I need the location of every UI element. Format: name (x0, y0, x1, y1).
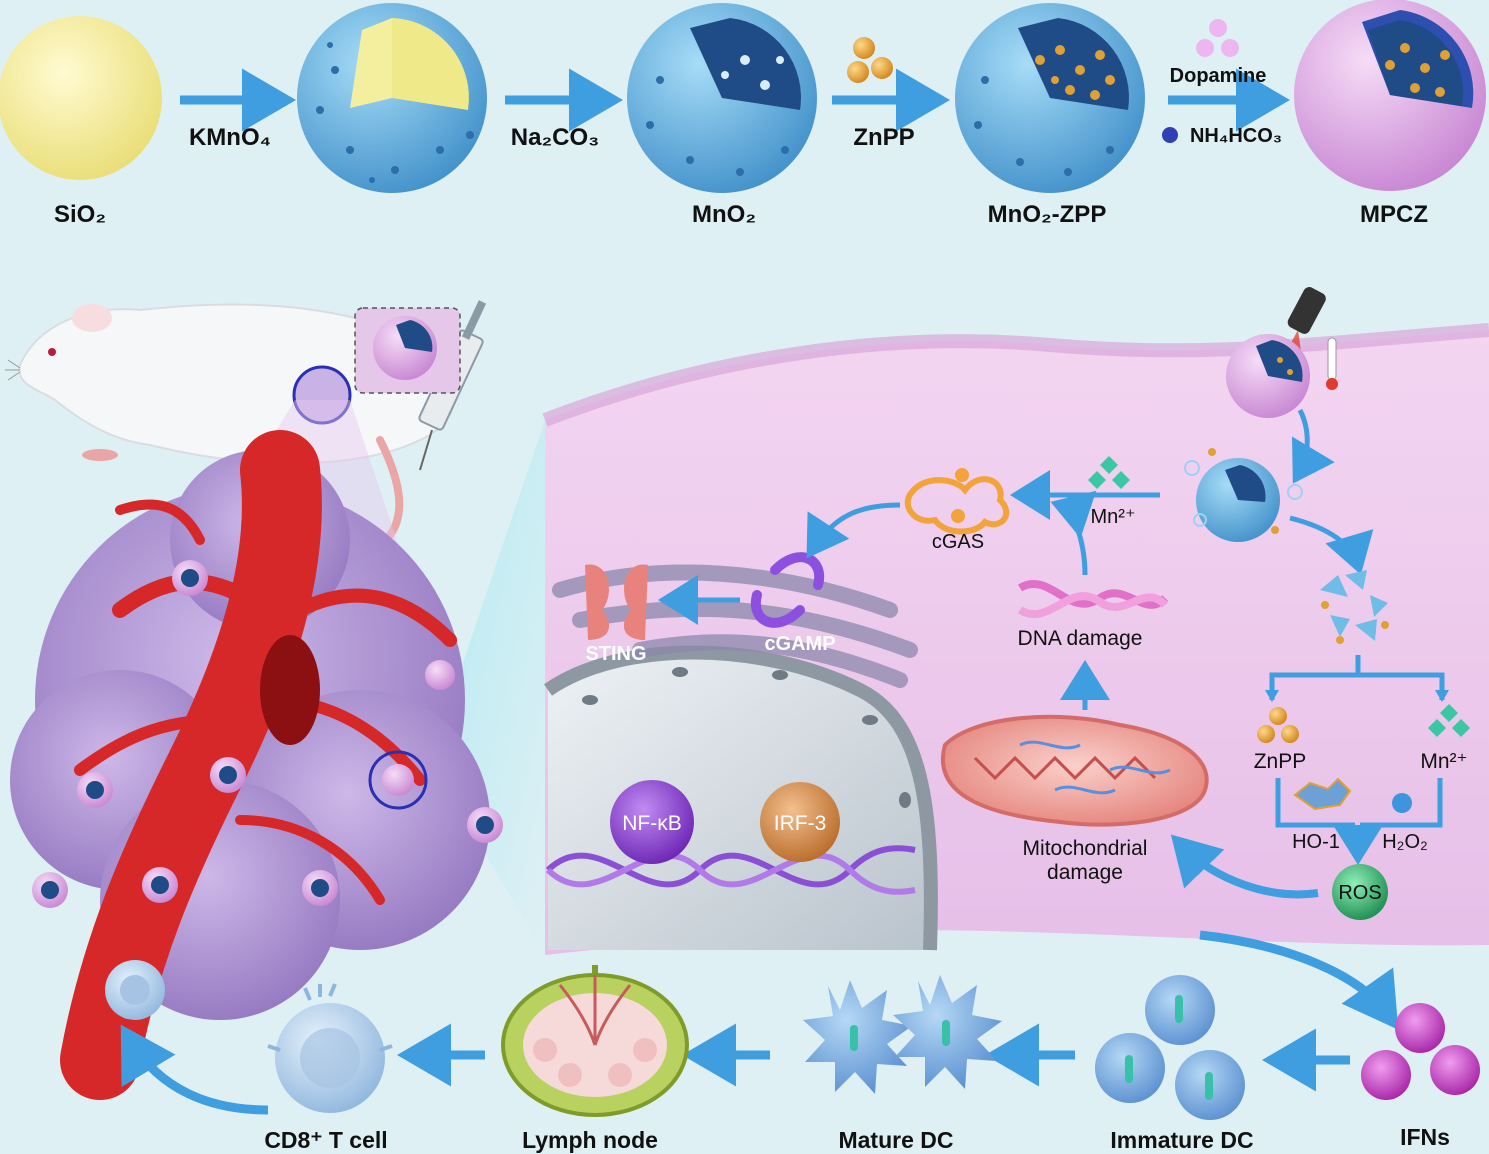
label-sio2: SiO₂ (54, 201, 106, 228)
label-irf3: IRF-3 (774, 812, 827, 835)
split-branch (1269, 672, 1445, 700)
arrow-tcell-tumor (120, 1024, 269, 1115)
label-ros: ROS (1338, 882, 1381, 904)
damaged-dna (1017, 580, 1169, 619)
fragmented-shell (1320, 570, 1389, 644)
arrow-cgas-cgamp (806, 502, 901, 559)
dna-helix (545, 845, 916, 895)
mpcz-sphere (1294, 0, 1486, 191)
label-nh4hco3: NH₄HCO₃ (1190, 125, 1282, 147)
arrow-dna-cgas (1050, 490, 1097, 576)
arrowhead-left (1265, 690, 1279, 702)
immature-dc-cells (1095, 975, 1245, 1120)
label-mito-line1: Mitochondrial (1023, 837, 1148, 860)
tumor-site-marker (292, 365, 352, 425)
label-mn-top: Mn²⁺ (1091, 506, 1136, 528)
label-sting: STING (585, 643, 646, 665)
synthesis-route: SiO₂ KMnO₄ Na₂CO₃ MnO₂ ZnPP MnO₂-ZPP Dop… (0, 0, 1486, 228)
label-cd8-t-cell: CD8⁺ T cell (264, 1127, 387, 1153)
label-znpp-right: ZnPP (1254, 750, 1307, 773)
mno2-sphere (627, 3, 817, 193)
label-mn-right: Mn²⁺ (1420, 750, 1467, 773)
mn-ion-cluster-top (1088, 456, 1130, 489)
label-mpcz: MPCZ (1360, 201, 1428, 228)
label-nfkb: NF-κB (622, 812, 682, 835)
zoom-marker (368, 750, 428, 810)
nucleus (544, 645, 938, 951)
dopamine-molecules (1196, 19, 1239, 57)
label-mito-line2: damage (1047, 861, 1123, 884)
znpp-molecules (847, 37, 893, 83)
irf3-factor (760, 782, 840, 862)
label-immature-dc: Immature DC (1110, 1127, 1253, 1153)
mn-ion-cluster-right (1428, 704, 1470, 737)
ho1-protein (1293, 777, 1352, 811)
label-kmno4: KMnO₄ (189, 124, 271, 151)
label-dna-damage: DNA damage (1018, 627, 1143, 650)
mature-dc-cells (803, 975, 1002, 1094)
label-mno2-zpp: MnO₂-ZPP (988, 201, 1107, 228)
label-znpp-reagent: ZnPP (853, 124, 914, 151)
nh4hco3-bead (1162, 127, 1178, 143)
mno2-zpp-sphere (955, 3, 1145, 193)
arrow-cell-ifns (1199, 930, 1399, 1030)
label-na2co3: Na₂CO₃ (511, 124, 599, 151)
label-ifns: IFNs (1400, 1124, 1450, 1150)
cell-membrane (542, 323, 1489, 427)
label-h2o2: H₂O₂ (1382, 831, 1428, 853)
label-mature-dc: Mature DC (838, 1127, 953, 1153)
arrowhead-right (1435, 690, 1449, 702)
callout-particle (373, 316, 437, 380)
mpcz-particle-irradiated (1226, 334, 1310, 418)
circulating-nanoparticles (32, 560, 503, 908)
bracket-left (1275, 778, 1355, 828)
nfkb-factor (610, 780, 694, 864)
cgamp-molecule (750, 552, 825, 628)
ros-particle (1332, 864, 1388, 920)
label-cgas: cGAS (932, 531, 984, 553)
mitochondrion (941, 714, 1209, 827)
label-lymph-node: Lymph node (522, 1127, 658, 1153)
h2o2-molecule (1392, 793, 1412, 813)
arrow-degrade-fragments (1289, 515, 1374, 575)
thermometer-icon (1326, 337, 1338, 390)
label-mno2: MnO₂ (692, 201, 756, 228)
zoom-marker-particle (382, 764, 414, 796)
t-cell-in-vessel (105, 960, 165, 1020)
arrow-laser-degrade (1291, 408, 1335, 484)
label-ho1: HO-1 (1292, 831, 1340, 853)
lymph-node (501, 965, 689, 1117)
degrading-particle (1184, 448, 1303, 542)
label-dopamine: Dopamine (1170, 65, 1267, 87)
sio2-mno2-sphere (297, 3, 487, 193)
bracket-right (1360, 778, 1443, 828)
arrow-ros-mito (1170, 834, 1319, 899)
sting-protein (585, 564, 648, 640)
label-cgamp: cGAMP (764, 633, 835, 655)
zoom-beam (430, 420, 545, 955)
sio2-sphere (0, 16, 162, 180)
vessel-lumen (260, 635, 320, 745)
ifn-cluster (1361, 1003, 1480, 1100)
znpp-cluster-right (1257, 707, 1299, 743)
cd8-t-cell (267, 983, 393, 1113)
cgas-enzyme (904, 468, 1010, 535)
